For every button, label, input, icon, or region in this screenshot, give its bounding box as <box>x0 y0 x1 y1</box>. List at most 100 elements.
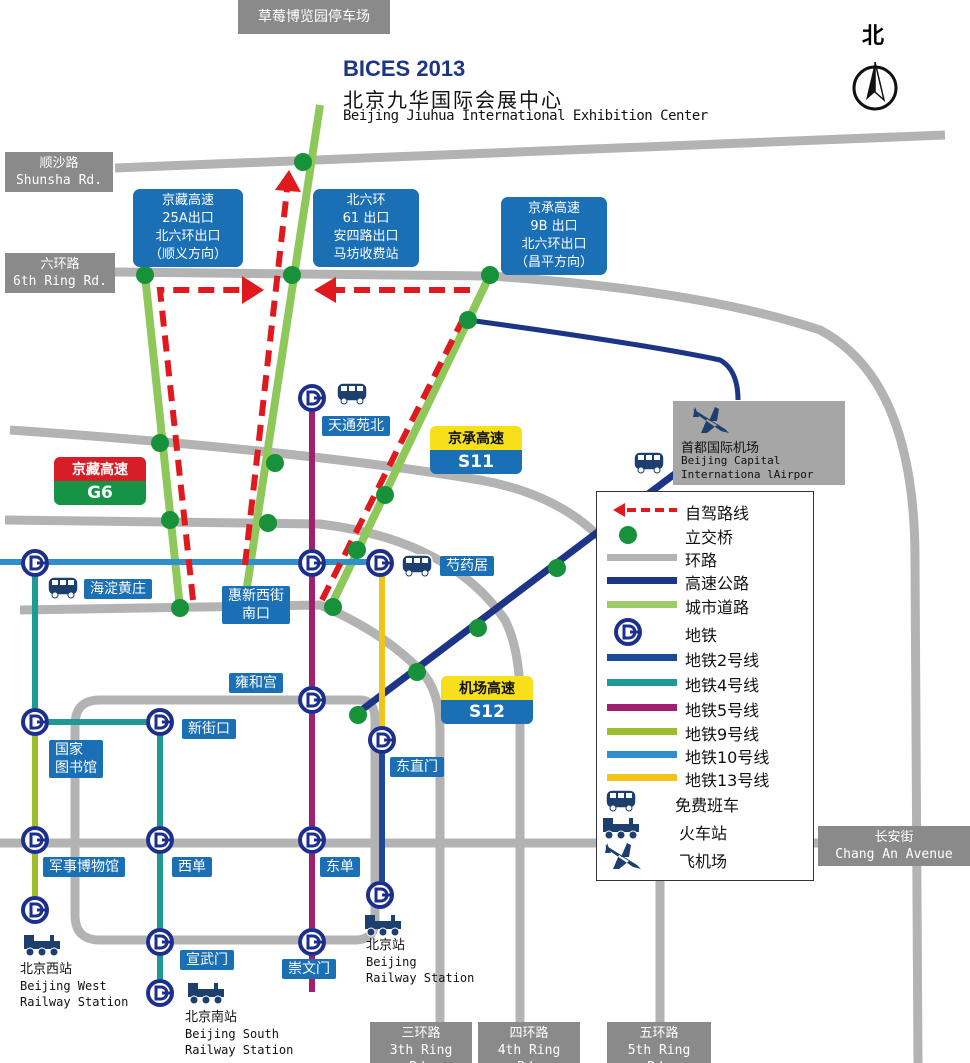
city-roads <box>141 104 494 610</box>
line2-swatch <box>607 654 677 661</box>
airport-name-en1: Beijing Capital <box>681 454 781 467</box>
station-xinjiekou[interactable]: 新街口 <box>182 719 236 739</box>
legend-label: 地铁10号线 <box>685 748 770 767</box>
station-dongzhimen[interactable]: 东直门 <box>390 757 444 777</box>
plane-icon <box>605 843 641 869</box>
event-title: BICES 2013 <box>343 56 466 81</box>
legend-interchange: 立交桥 <box>597 522 813 547</box>
rail-cn: 北京站 <box>366 938 406 953</box>
legend-train-station: 火车站 <box>597 817 813 843</box>
legend-label: 环路 <box>685 551 718 570</box>
ring5-en: 5th Ring Rd. <box>627 1043 691 1063</box>
station-dongdan[interactable]: 东单 <box>320 857 360 877</box>
shunsha-en: Shunsha Rd. <box>15 173 103 188</box>
legend-label: 地铁13号线 <box>685 771 770 790</box>
legend-ring-road: 环路 <box>597 545 813 570</box>
exit-line: 安四路出口 <box>333 229 399 244</box>
legend-label: 立交桥 <box>685 528 734 547</box>
legend-line10: 地铁10号线 <box>597 742 813 767</box>
venue-cn: 北京九华国际会展中心 <box>343 88 563 112</box>
changan-cn: 长安街 <box>874 830 914 845</box>
station-haidianhuangzhuang[interactable]: 海淀黄庄 <box>84 579 152 599</box>
highway-code: G6 <box>54 481 146 505</box>
station-xuanwumen[interactable]: 宣武门 <box>180 950 234 970</box>
exit-line: 北六环出口 <box>521 237 587 252</box>
rail-cn: 北京南站 <box>185 1010 238 1025</box>
station-huixinxijie[interactable]: 惠新西街 南口 <box>222 586 290 624</box>
compass-icon <box>852 61 898 111</box>
bus-icon <box>605 789 637 812</box>
shunsha-cn: 顺沙路 <box>39 156 79 171</box>
legend-label: 火车站 <box>679 824 728 843</box>
exit-line: 9B 出口 <box>530 219 578 234</box>
station-xidan[interactable]: 西单 <box>172 857 212 877</box>
station-shaoyaoju[interactable]: 芍药居 <box>440 556 494 576</box>
compass-label: 北 <box>862 24 885 49</box>
line10-swatch <box>607 751 677 758</box>
ring6-en: 6th Ring Rd. <box>13 274 107 289</box>
airport-box: 首都国际机场 Beijing Capital Internationa lAir… <box>673 401 845 485</box>
station-yonghegong[interactable]: 雍和宫 <box>229 673 283 693</box>
caomei-parking-label: 草莓博览园停车场 <box>238 0 390 34</box>
changan-en: Chang An Avenue <box>835 847 953 862</box>
legend-city-road: 城市道路 <box>597 592 813 617</box>
interchanges <box>136 153 566 724</box>
venue-en: Beijing Jiuhua International Exhibition … <box>343 108 708 124</box>
highway-name: 京承高速 <box>430 426 522 450</box>
ring4-label: 四环路 4th Ring Rd. <box>478 1022 580 1063</box>
rail-en: Beijing South <box>185 1027 279 1041</box>
legend-subway: 地铁 <box>597 617 813 647</box>
ring5-label: 五环路 5th Ring Rd. <box>607 1022 711 1063</box>
highway-code: S12 <box>441 700 533 724</box>
station-junshibowuguan[interactable]: 军事博物馆 <box>43 857 125 877</box>
legend-label: 地铁9号线 <box>685 725 760 744</box>
exit-line: 25A出口 <box>162 211 214 226</box>
legend-line4: 地铁4号线 <box>597 670 813 695</box>
rail-en: Railway Station <box>366 971 475 985</box>
rail-en: Railway Station <box>185 1043 294 1057</box>
airport-name-cn: 首都国际机场 <box>681 441 760 456</box>
city-road-swatch <box>607 601 677 608</box>
green-dot-icon <box>619 526 637 544</box>
rail-cn: 北京西站 <box>20 962 73 977</box>
ring4-en: 4th Ring Rd. <box>497 1043 561 1063</box>
legend-label: 地铁4号线 <box>685 676 760 695</box>
legend-label: 地铁2号线 <box>685 651 760 670</box>
line4-swatch <box>607 679 677 686</box>
route-arrows <box>242 170 336 304</box>
ring4-cn: 四环路 <box>509 1026 549 1041</box>
ring3-en: 3th Ring Rd. <box>389 1043 453 1063</box>
ring-road-swatch <box>607 554 677 561</box>
legend-label: 城市道路 <box>685 598 750 617</box>
legend-label: 飞机场 <box>679 852 728 871</box>
legend-label: 地铁5号线 <box>685 701 760 720</box>
rail-en: Railway Station <box>20 995 129 1009</box>
station-tiantongyuanbei[interactable]: 天通苑北 <box>322 416 390 436</box>
legend-expressway: 高速公路 <box>597 568 813 593</box>
line5-swatch <box>607 704 677 711</box>
station-chongwenmen[interactable]: 崇文门 <box>282 959 336 979</box>
exit-line: 马坊收费站 <box>333 247 399 262</box>
dashed-arrow-icon <box>613 503 677 517</box>
airport-name-en2: Internationa lAirpor <box>681 468 814 481</box>
exit-line: （顺义方向） <box>148 247 227 262</box>
shunsha-road-label: 顺沙路 Shunsha Rd. <box>5 152 113 192</box>
driving-route <box>156 189 470 602</box>
ring5-cn: 五环路 <box>639 1026 679 1041</box>
station-guojiatushuguan[interactable]: 国家 图书馆 <box>49 740 103 778</box>
legend-airport: 飞机场 <box>597 843 813 871</box>
exit-line: 京藏高速 <box>161 193 214 208</box>
legend-line9: 地铁9号线 <box>597 719 813 744</box>
rail-en: Beijing West <box>20 979 107 993</box>
train-icon <box>602 817 640 840</box>
exit-line: （昌平方向） <box>514 255 593 270</box>
